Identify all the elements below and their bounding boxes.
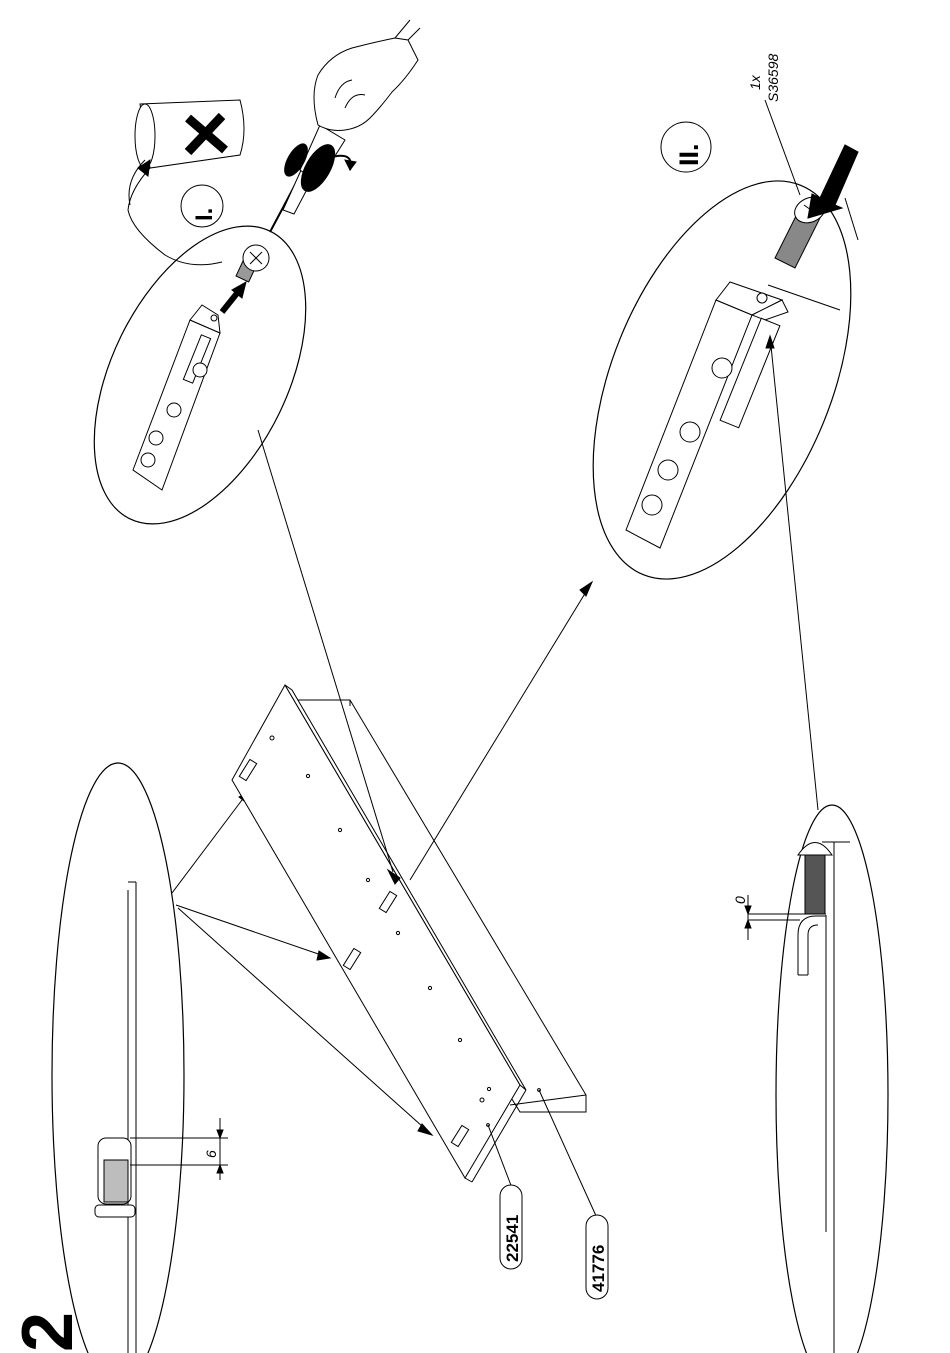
detail-two — [541, 144, 902, 616]
screw-gap-icon — [798, 843, 832, 915]
detail-gap-frame — [776, 805, 888, 1353]
detail-gap-pointer — [770, 336, 818, 810]
part-label-22541: 22541 — [500, 1185, 522, 1269]
screwdriver-icon — [270, 125, 345, 232]
detail-two-step-label: II. — [674, 143, 704, 166]
detail-gap: 0 — [732, 805, 888, 1353]
wrong-tool-x-icon — [128, 100, 244, 265]
push-arrow-icon — [222, 282, 246, 312]
insert-depth-value: 6 — [203, 1150, 219, 1158]
detail-one-step-label: I. — [191, 208, 218, 221]
hand-icon — [314, 20, 420, 130]
screw-quantity: 1x — [747, 74, 763, 90]
screw-one-icon — [236, 245, 269, 282]
detail-two-pointer — [410, 582, 592, 880]
gap-value: 0 — [732, 896, 748, 904]
push-arrow-two-icon — [808, 145, 858, 218]
part-label-41776: 41776 — [586, 1215, 608, 1299]
back-panel-code: 41776 — [589, 1245, 608, 1292]
detail-insert-depth-frame — [52, 763, 184, 1353]
detail-one — [51, 193, 349, 558]
detail-two-badge: II. — [661, 122, 711, 172]
detail-insert-depth: 6 — [52, 763, 228, 1353]
detail-one-badge: I. — [181, 185, 223, 227]
screw-label: 1x S36598 — [747, 54, 800, 195]
step-number: 2 — [8, 1312, 88, 1352]
panel-assembly — [232, 685, 586, 1182]
screw-code: S36598 — [765, 54, 781, 102]
top-panel-code: 22541 — [503, 1215, 522, 1262]
